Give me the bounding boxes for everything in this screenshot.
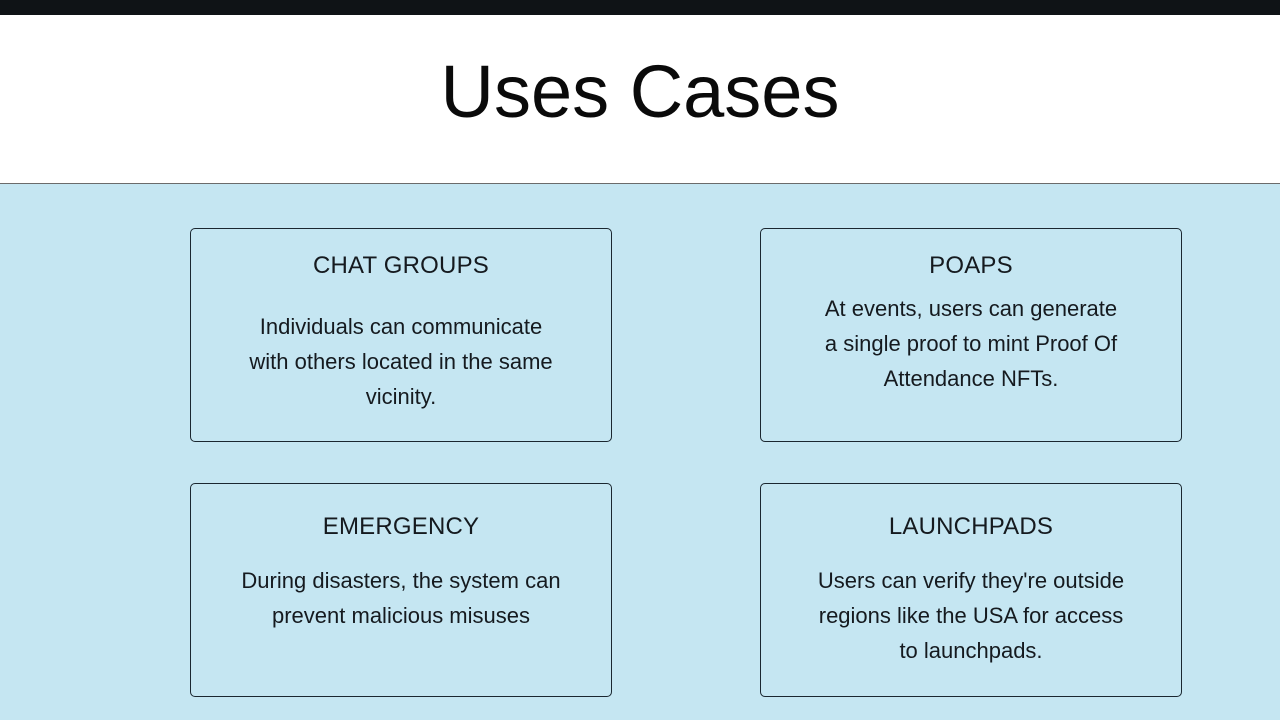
use-case-card-chat-groups: CHAT GROUPS Individuals can communicate …	[190, 228, 612, 442]
card-description: During disasters, the system can prevent…	[241, 568, 561, 628]
card-title: POAPS	[929, 252, 1013, 279]
header: Uses Cases	[0, 15, 1280, 184]
page-title: Uses Cases	[440, 50, 840, 133]
card-title: CHAT GROUPS	[312, 252, 489, 279]
card-description: Individuals can communicate with others …	[249, 314, 553, 409]
card-title: LAUNCHPADS	[888, 513, 1054, 540]
card-description: At events, users can generate a single p…	[824, 296, 1118, 391]
use-case-card-poaps: POAPS At events, users can generate a si…	[760, 228, 1182, 442]
use-case-card-emergency: EMERGENCY During disasters, the system c…	[190, 483, 612, 697]
top-bar	[0, 0, 1280, 15]
use-case-card-launchpads: LAUNCHPADS Users can verify they're outs…	[760, 483, 1182, 697]
card-description: Users can verify they're outside regions…	[817, 568, 1125, 663]
card-title: EMERGENCY	[322, 513, 480, 540]
use-cases-section: CHAT GROUPS Individuals can communicate …	[0, 184, 1280, 720]
